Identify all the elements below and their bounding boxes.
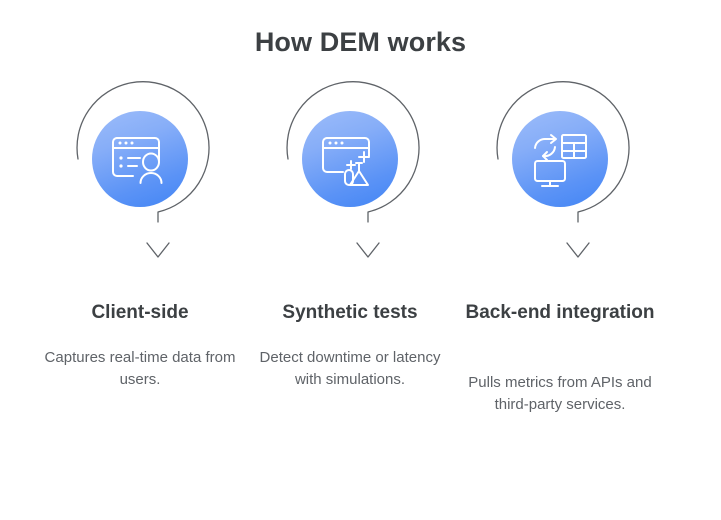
arc-path-2 bbox=[286, 81, 420, 223]
icon-circle-1 bbox=[92, 111, 188, 207]
steps-container: Client-side Captures real-time data from… bbox=[0, 81, 721, 495]
step-column-1: Client-side Captures real-time data from… bbox=[35, 81, 245, 495]
step-column-3: Back-end integration Pulls metrics from … bbox=[455, 81, 665, 495]
arc-path-3 bbox=[496, 81, 630, 223]
step-heading-1: Client-side bbox=[91, 302, 189, 323]
arc-path-1 bbox=[76, 81, 210, 223]
browser-user-icon bbox=[112, 137, 163, 184]
arc-arrow-graphic-2 bbox=[286, 81, 420, 258]
step-heading-2: Synthetic tests bbox=[282, 302, 418, 323]
icon-circle-2 bbox=[302, 111, 398, 207]
page-title: How DEM works bbox=[254, 27, 467, 57]
arrow-head-3 bbox=[566, 242, 590, 258]
arrow-head-2 bbox=[356, 242, 380, 258]
step-badge-3 bbox=[455, 81, 665, 270]
step-column-2: Synthetic tests Detect downtime or laten… bbox=[245, 81, 455, 495]
step-body-2: Detect downtime or latency with simulati… bbox=[259, 349, 441, 388]
step-badge-1 bbox=[35, 81, 245, 270]
step-heading-3: Back-end integration bbox=[465, 302, 655, 323]
step-body-1: Captures real-time data from users. bbox=[44, 349, 236, 388]
arc-arrow-graphic-3 bbox=[496, 81, 630, 258]
step-badge-2 bbox=[245, 81, 455, 270]
monitor-table-sync-icon bbox=[534, 134, 587, 187]
icon-circle-3 bbox=[512, 111, 608, 207]
browser-flask-icon bbox=[322, 137, 370, 186]
arc-arrow-graphic-1 bbox=[76, 81, 210, 258]
arrow-head-1 bbox=[146, 242, 170, 258]
step-body-3: Pulls metrics from APIs and third-party … bbox=[468, 374, 652, 413]
